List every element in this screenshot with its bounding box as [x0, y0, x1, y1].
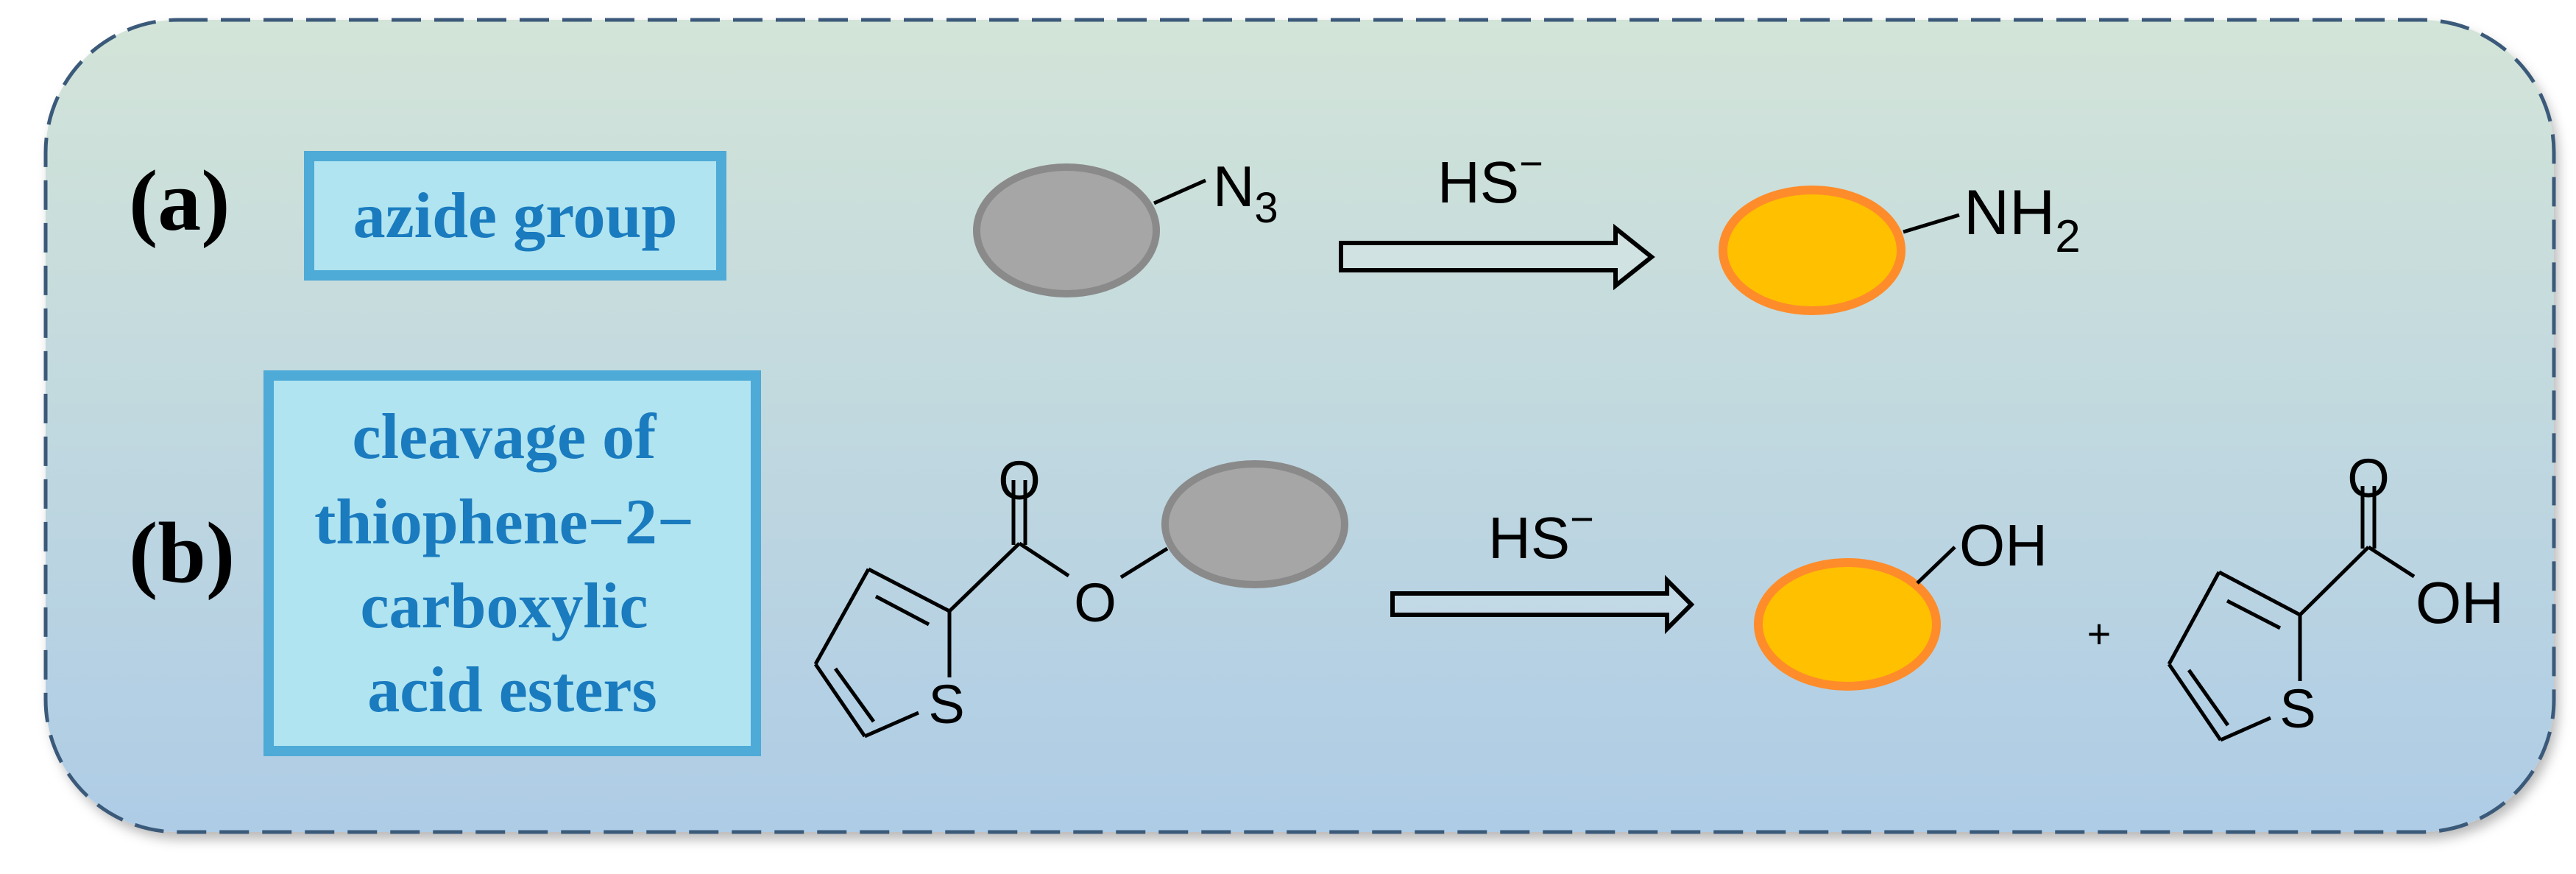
- probe-product-b: [1754, 558, 1941, 691]
- bond-line: [1916, 546, 1956, 585]
- svg-text:cleavage of thiophene−2−: cleavage of thiophene−2− carboxylic acid…: [314, 401, 710, 726]
- azide-n3-label: N3: [1213, 154, 1278, 232]
- reaction-arrow-a: [1339, 223, 1655, 291]
- azide-group-text: azide group: [353, 180, 678, 252]
- probe-product-a: [1719, 186, 1906, 315]
- box-line-3: carboxylic: [360, 571, 648, 642]
- row-a-label: (a): [129, 152, 230, 249]
- probe-reactant-a: [973, 163, 1160, 297]
- thiophene-acid-structure: [2167, 486, 2416, 742]
- thiophene-ester-box: cleavage of thiophene−2− carboxylic acid…: [263, 370, 761, 756]
- plus-sign: +: [2087, 610, 2112, 657]
- bond-line: [1903, 213, 1960, 234]
- panel-dashed-border: [43, 18, 2556, 834]
- reagent-hs-a: HS−: [1437, 140, 1543, 215]
- ester-o: O: [1074, 572, 1117, 633]
- bond-line: [1153, 178, 1207, 205]
- box-line-4: acid esters: [367, 655, 657, 726]
- hydroxyl-oh-label: OH: [1959, 512, 2048, 578]
- reagent-hs-b: HS−: [1488, 496, 1594, 571]
- thiophene-ester-structure: [813, 480, 1169, 739]
- azide-group-box: azide group: [304, 151, 726, 281]
- box-line-2: thiophene−2−: [314, 487, 694, 558]
- row-b-label: (b): [129, 504, 235, 601]
- probe-reactant-b: [1161, 460, 1348, 588]
- acid-s: S: [2279, 678, 2315, 739]
- box-line-1: cleavage of: [353, 401, 658, 473]
- reaction-arrow-b: [1390, 574, 1695, 635]
- amine-nh2-label: NH2: [1964, 177, 2081, 262]
- acid-oh-label: OH: [2416, 570, 2504, 635]
- acid-carbonyl-o: O: [2347, 448, 2390, 509]
- ester-s: S: [928, 674, 964, 735]
- ester-carbonyl-o: O: [998, 450, 1041, 511]
